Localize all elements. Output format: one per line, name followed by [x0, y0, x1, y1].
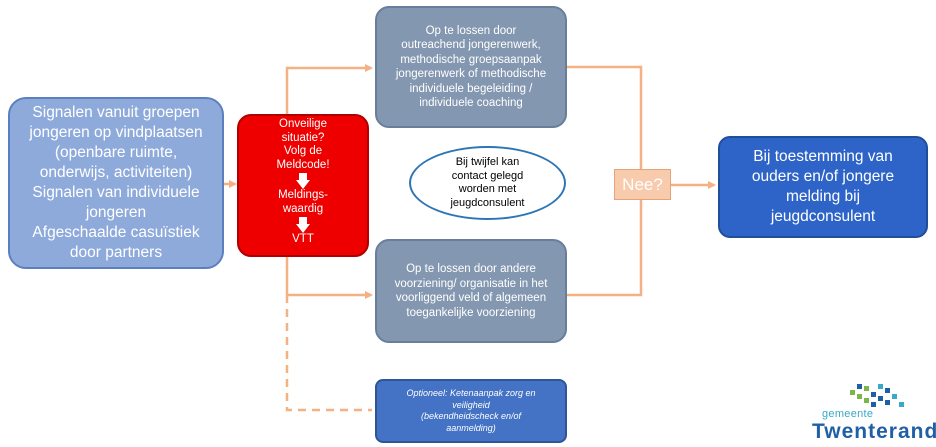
signals-source-box: Signalen vanuit groepen jongeren op vind…	[8, 97, 224, 269]
other-provision-text: Op te lossen door andere voorziening/ or…	[394, 263, 548, 319]
optional-chain-approach-box: Optioneel: Ketenaanpak zorg en veilighei…	[375, 379, 567, 443]
signals-source-text: Signalen vanuit groepen jongeren op vind…	[29, 104, 203, 261]
connector-dashed-to-optional	[285, 295, 372, 412]
connector-to-bottom-box	[285, 257, 373, 299]
connector-top-to-decision	[567, 65, 643, 169]
twenterand-logo-icon	[850, 384, 904, 407]
decision-nee: Nee?	[614, 169, 671, 200]
unsafe-situation-box: Onveilige situatie? Volg de Meldcode! Me…	[237, 114, 369, 257]
unsafe-step-meldingswaardig: Meldings- waardig	[278, 189, 328, 215]
logo-gemeente-text: gemeente	[822, 408, 874, 420]
unsafe-step-vtt: VTT	[292, 233, 314, 245]
logo-twenterand-text: Twenterand	[812, 420, 936, 443]
connector-bottom-to-decision	[567, 200, 643, 297]
down-arrow-icon	[296, 172, 310, 189]
consent-report-text: Bij toestemming van ouders en/of jongere…	[751, 148, 895, 225]
doubt-contact-text: Bij twijfel kan contact gelegd worden me…	[450, 156, 525, 209]
outreach-youthwork-text: Op te lossen door outreachend jongerenwe…	[395, 24, 547, 110]
consent-report-box: Bij toestemming van ouders en/of jongere…	[718, 136, 928, 238]
decision-label: Nee?	[622, 174, 663, 194]
doubt-contact-ellipse: Bij twijfel kan contact gelegd worden me…	[409, 146, 566, 220]
optional-chain-approach-text: Optioneel: Ketenaanpak zorg en veilighei…	[406, 388, 536, 433]
other-provision-box: Op te lossen door andere voorziening/ or…	[375, 239, 567, 343]
connector-to-top-box	[285, 64, 373, 114]
unsafe-step-meldcode: Onveilige situatie? Volg de Meldcode!	[276, 118, 330, 171]
outreach-youthwork-box: Op te lossen door outreachend jongerenwe…	[375, 6, 567, 128]
down-arrow-icon	[296, 216, 310, 233]
